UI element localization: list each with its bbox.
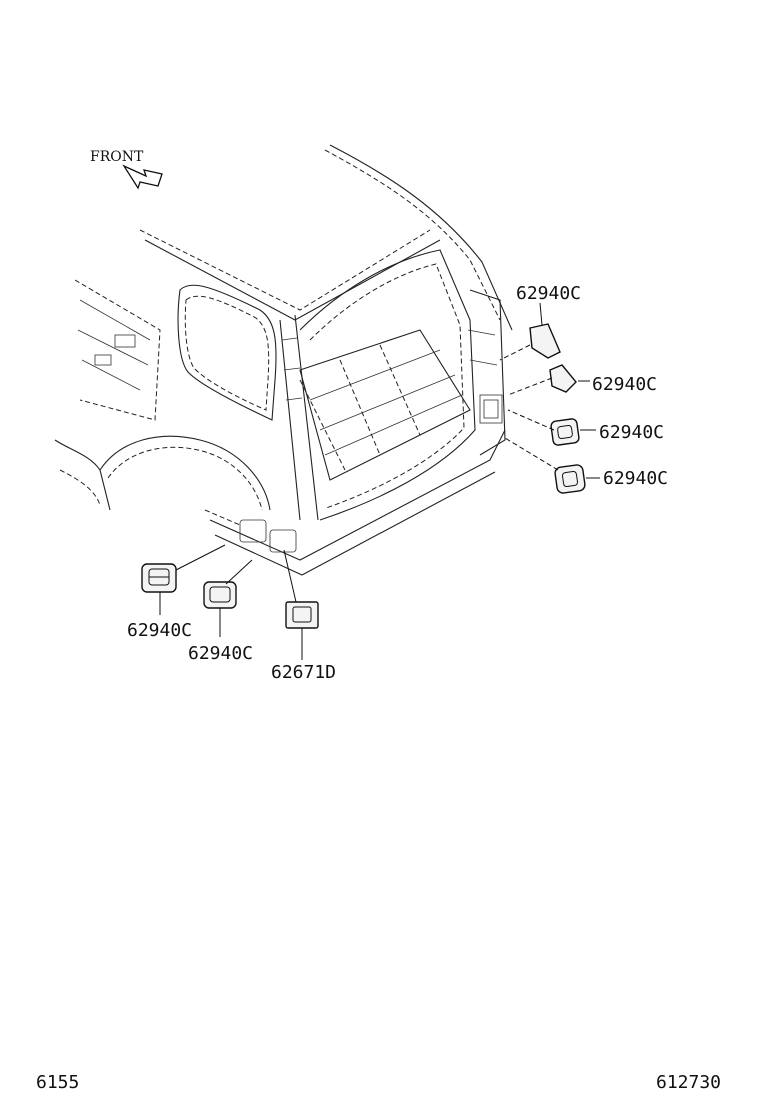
callout-right-3: 62940C: [599, 422, 664, 443]
part-plug-right-4: [554, 464, 586, 494]
part-plug-bottom-right: [285, 601, 319, 629]
callout-right-2: 62940C: [592, 374, 657, 395]
vehicle-body-drawing: [54, 144, 513, 576]
front-indicator: FRONT: [90, 149, 163, 190]
front-arrow-icon: [122, 164, 163, 190]
part-plug-right-3: [550, 418, 580, 446]
part-plug-bottom-left: [141, 563, 177, 593]
callout-bottom-left: 62940C: [127, 620, 192, 641]
callout-right-top: 62940C: [516, 283, 581, 304]
callout-bottom-mid: 62940C: [188, 643, 253, 664]
leader-lines: [159, 302, 600, 660]
footer-left-code: 6155: [36, 1072, 79, 1093]
callout-bottom-right: 62671D: [271, 662, 336, 683]
footer-right-code: 612730: [656, 1072, 721, 1093]
part-plug-bottom-mid: [203, 581, 237, 609]
front-label: FRONT: [90, 149, 144, 165]
part-plug-right-2: [549, 364, 577, 393]
part-plug-right-top: [529, 323, 561, 359]
callout-right-4: 62940C: [603, 468, 668, 489]
